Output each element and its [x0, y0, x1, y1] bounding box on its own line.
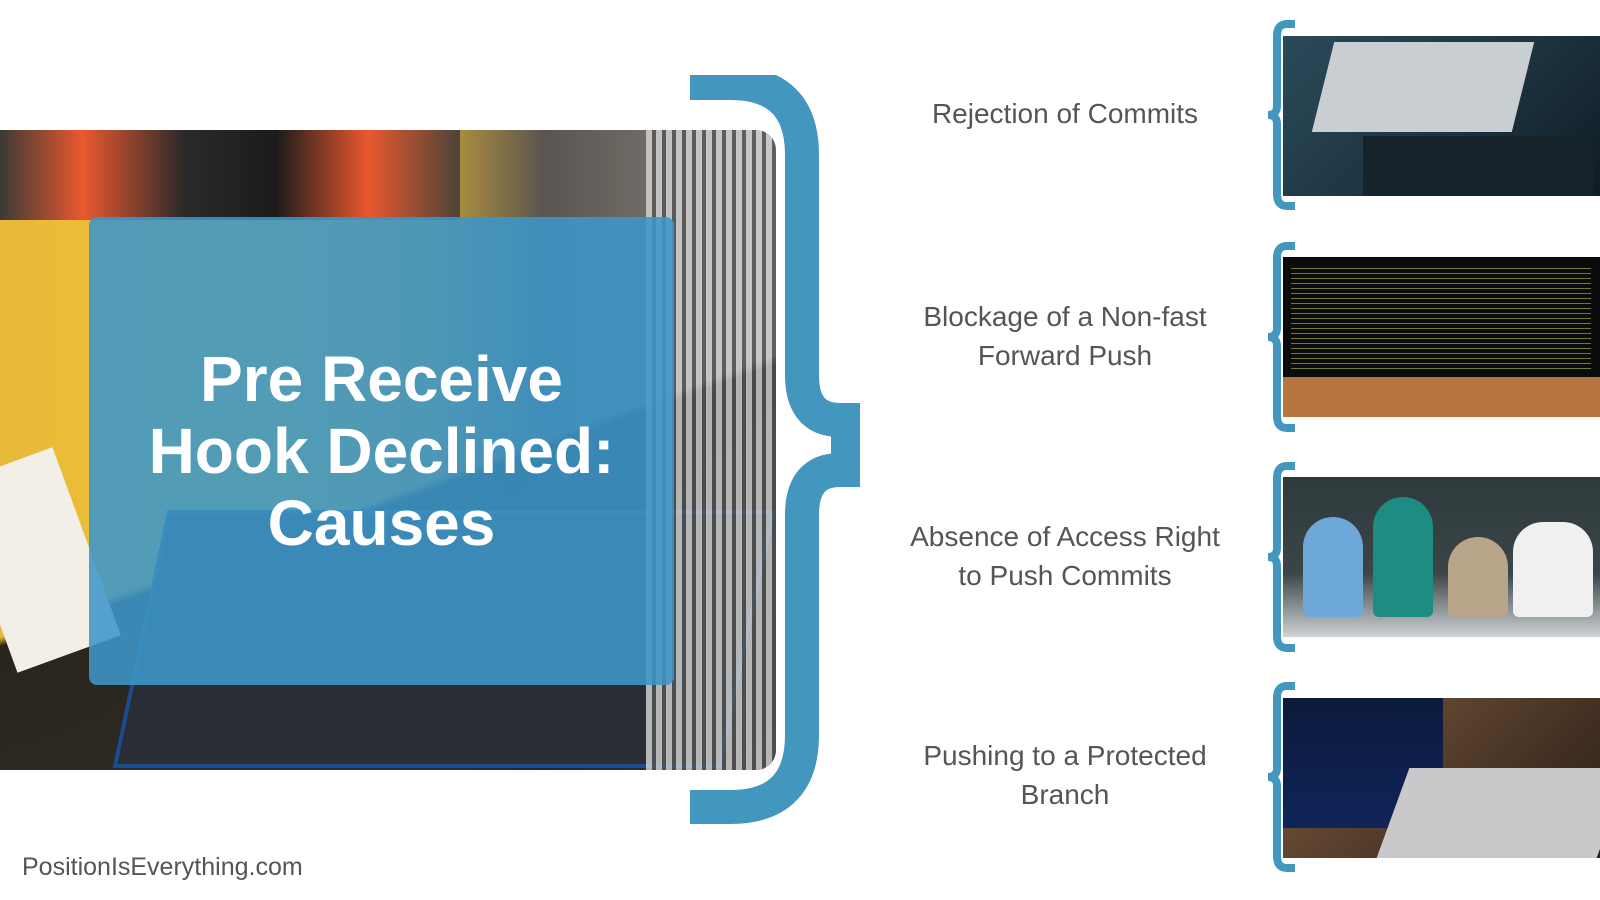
thumb-kids-classroom: [1283, 477, 1600, 637]
thumb-laptop-code: [1283, 698, 1600, 858]
cause-label-1: Rejection of Commits: [931, 98, 1199, 129]
site-credit: PositionIsEverything.com: [22, 853, 303, 881]
desk-graphic: [1283, 377, 1600, 417]
cause-label-2: Blockage of a Non-fast Forward Push: [923, 301, 1207, 371]
person-graphic: [1448, 537, 1508, 617]
terminal-text-graphic: [1291, 265, 1591, 373]
keyboard-graphic: [1363, 136, 1593, 196]
person-graphic: [1303, 517, 1363, 617]
laptop-keyboard-graphic: [1376, 768, 1600, 858]
laptop-screen-graphic: [1311, 42, 1535, 132]
person-graphic: [1513, 522, 1593, 617]
jacket-graphic: [0, 130, 460, 220]
small-brace-icon: [1267, 682, 1295, 872]
small-brace-icon: [1267, 462, 1295, 652]
title-box: Pre Receive Hook Declined: Causes: [89, 217, 674, 685]
small-brace-icon: [1267, 242, 1295, 432]
small-brace-icon: [1267, 20, 1295, 210]
thumb-terminal-desk: [1283, 257, 1600, 417]
cause-label-3: Absence of Access Right to Push Commits: [910, 521, 1220, 591]
thumb-laptop-typing: [1283, 36, 1600, 196]
cause-label-4: Pushing to a Protected Branch: [923, 740, 1207, 810]
person-graphic: [1373, 497, 1433, 617]
page-title: Pre Receive Hook Declined: Causes: [148, 343, 615, 559]
large-brace-icon: [690, 75, 860, 824]
